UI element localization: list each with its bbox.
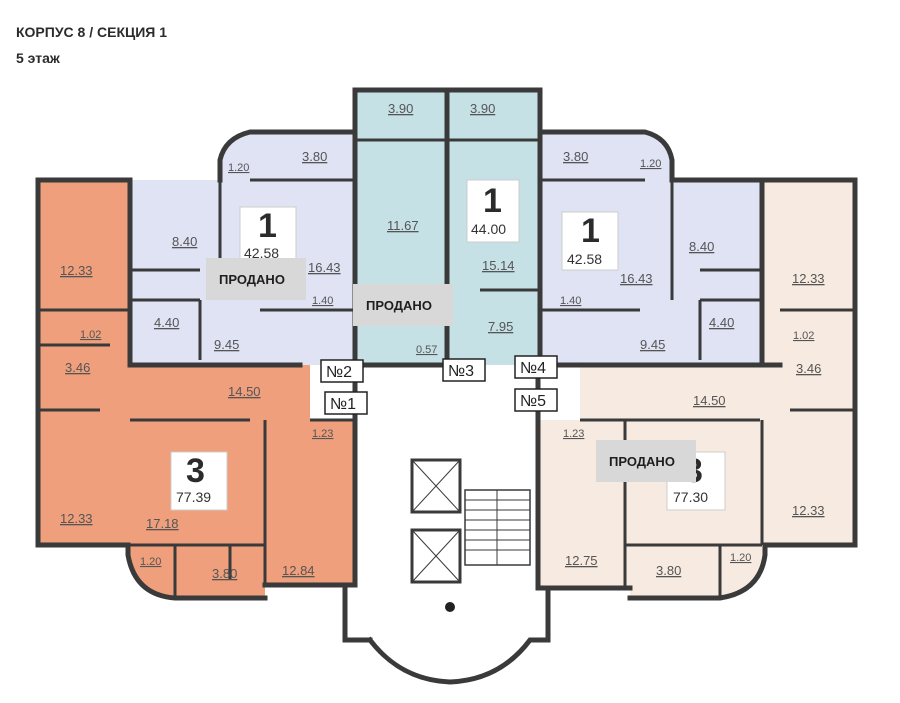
- apt-1-rooms: 3: [186, 452, 205, 490]
- apartment-4-fill: [540, 132, 762, 365]
- svg-text:№2: №2: [326, 364, 352, 381]
- room-area: 1.20: [730, 552, 751, 564]
- room-area: 1.02: [80, 329, 101, 341]
- room-area: 1.40: [560, 295, 581, 307]
- room-area: 1.23: [563, 428, 584, 440]
- apt-2-rooms: 1: [258, 207, 277, 245]
- apt-3-info: 1 44.00: [466, 179, 520, 243]
- sold-badge-apt-3: ПРОДАНО: [353, 284, 453, 326]
- outer-walls: [35, 87, 858, 685]
- sold-badge-apt-5: ПРОДАНО: [596, 440, 696, 482]
- room-area: 15.14: [482, 258, 515, 273]
- room-area: 3.46: [796, 361, 821, 376]
- room-area: 14.50: [693, 393, 726, 408]
- building-section-title: КОРПУС 8 / СЕКЦИЯ 1: [16, 24, 168, 40]
- stairwell-core: [355, 365, 538, 590]
- apt-4-area: 42.58: [567, 251, 602, 267]
- sold-badge-apt-2: ПРОДАНО: [206, 258, 306, 300]
- room-area: 16.43: [308, 260, 341, 275]
- apt-2-area: 42.58: [244, 245, 279, 261]
- room-area: 12.84: [282, 563, 315, 578]
- room-area: 14.50: [228, 384, 261, 399]
- apt-number-3[interactable]: №3: [442, 358, 486, 382]
- apt-number-2[interactable]: №2: [320, 359, 364, 383]
- room-area: 12.33: [792, 271, 825, 286]
- apt-1-area: 77.39: [176, 489, 211, 505]
- apt-4-info: 1 42.58: [561, 211, 619, 271]
- room-area: 1.20: [140, 556, 161, 568]
- room-area: 9.45: [640, 337, 665, 352]
- apartment-4[interactable]: [540, 132, 762, 365]
- apt-3-rooms: 1: [483, 182, 502, 220]
- room-area: 1.02: [793, 330, 814, 342]
- svg-text:№3: №3: [448, 363, 474, 380]
- room-area: 12.33: [60, 511, 93, 526]
- room-area: 3.90: [388, 101, 413, 116]
- room-area: 4.40: [154, 315, 179, 330]
- apt-5-area: 77.30: [673, 489, 708, 505]
- apt-number-4[interactable]: №4: [514, 355, 558, 379]
- apartment-5-fill: [538, 180, 855, 598]
- svg-text:№1: №1: [330, 396, 356, 413]
- apt-2-info: 1 42.58: [239, 206, 297, 266]
- room-area: 3.80: [563, 149, 588, 164]
- room-area: 3.80: [212, 566, 237, 581]
- room-area: 11.67: [387, 218, 419, 233]
- room-area: 1.40: [312, 295, 333, 307]
- svg-text:№4: №4: [520, 360, 546, 377]
- lift-2: [410, 528, 462, 584]
- room-area: 12.33: [60, 263, 93, 278]
- apartment-1-fill: [38, 180, 355, 600]
- room-area: 17.18: [146, 516, 179, 531]
- floor-label: 5 этаж: [16, 50, 60, 66]
- room-area: 7.95: [488, 319, 513, 334]
- entrance-bay: [345, 590, 548, 682]
- apt-1-info: 3 77.39: [170, 451, 228, 511]
- room-area: 16.43: [620, 271, 653, 286]
- apt-number-1[interactable]: №1: [324, 391, 368, 415]
- apt-number-5[interactable]: №5: [514, 388, 558, 412]
- svg-text:№5: №5: [520, 393, 546, 410]
- room-area: 1.20: [228, 162, 249, 174]
- lift-1: [410, 458, 462, 514]
- room-area: 3.80: [656, 563, 681, 578]
- room-area: 3.90: [470, 101, 495, 116]
- room-area: 8.40: [172, 234, 197, 249]
- apartment-1[interactable]: [38, 180, 355, 600]
- apt-3-area: 44.00: [471, 221, 506, 237]
- room-area: 1.23: [312, 428, 333, 440]
- room-area: 9.45: [214, 337, 239, 352]
- room-area: 4.40: [709, 315, 734, 330]
- staircase: [410, 458, 531, 612]
- room-area: 8.40: [689, 239, 714, 254]
- room-area: 3.80: [302, 149, 327, 164]
- room-area: 12.75: [565, 553, 598, 568]
- room-area: 0.57: [416, 344, 437, 356]
- svg-text:ПРОДАНО: ПРОДАНО: [219, 272, 285, 287]
- svg-text:ПРОДАНО: ПРОДАНО: [609, 454, 675, 469]
- room-area: 3.46: [65, 360, 90, 375]
- room-area: 12.33: [792, 503, 825, 518]
- room-area: 1.20: [640, 158, 661, 170]
- svg-text:ПРОДАНО: ПРОДАНО: [366, 298, 432, 313]
- apt-4-rooms: 1: [581, 212, 600, 250]
- apartment-5[interactable]: [538, 180, 855, 598]
